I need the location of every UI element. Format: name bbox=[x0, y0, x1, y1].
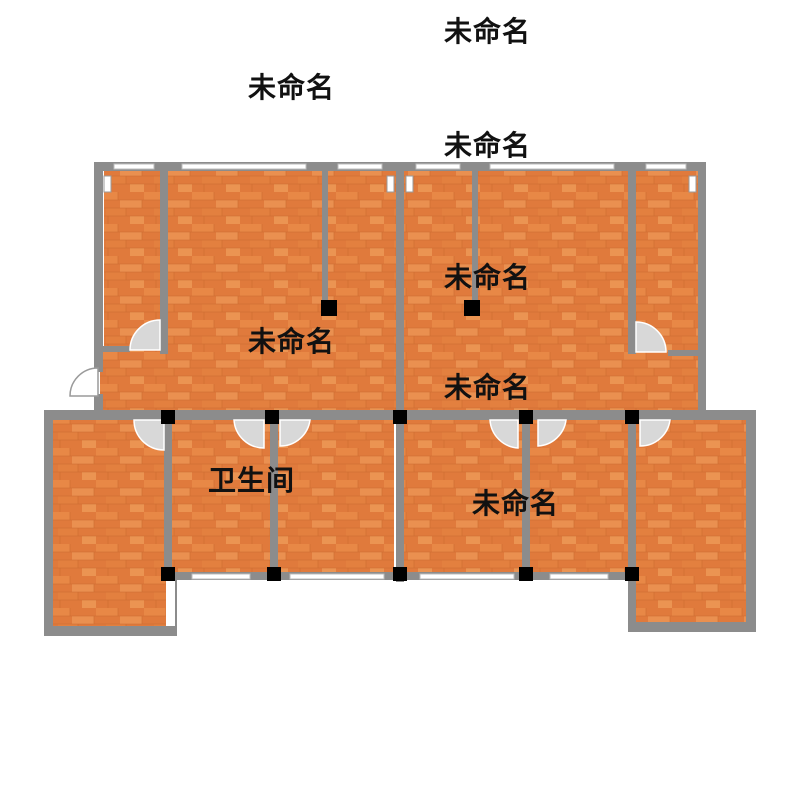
pillar bbox=[625, 567, 639, 581]
label-room-upper-right: 未命名 bbox=[444, 261, 532, 294]
wall-bathroom-right bbox=[270, 410, 278, 580]
door-lower-mid-left bbox=[279, 419, 311, 447]
door-balcony-left bbox=[133, 419, 165, 451]
pillar bbox=[161, 567, 175, 581]
label-top-3: 未命名 bbox=[444, 129, 532, 162]
door-entry bbox=[69, 367, 99, 397]
door-bathroom bbox=[233, 419, 265, 449]
pillar bbox=[393, 410, 407, 424]
pillars bbox=[161, 300, 639, 581]
floor-upper-right-closet bbox=[636, 170, 698, 350]
wall-lower-right-small-left bbox=[522, 410, 530, 580]
wall-balcony-right-outer bbox=[746, 410, 756, 632]
window-bottom-2 bbox=[289, 573, 385, 580]
window-top-5 bbox=[489, 163, 615, 170]
windows bbox=[113, 163, 687, 580]
window-top-3 bbox=[337, 163, 383, 170]
fixture-top-left bbox=[103, 175, 112, 193]
window-top-1 bbox=[113, 163, 155, 170]
window-top-2 bbox=[181, 163, 307, 170]
pillar bbox=[625, 410, 639, 424]
floor-upper-right-room bbox=[404, 170, 630, 412]
floors bbox=[52, 170, 746, 626]
label-bathroom: 卫生间 bbox=[208, 464, 296, 497]
door-balcony-right bbox=[639, 419, 671, 447]
pillar bbox=[265, 410, 279, 424]
floor-upper-right-hall bbox=[630, 350, 698, 412]
floor-lower-right-balcony bbox=[636, 420, 746, 622]
window-top-6 bbox=[645, 163, 687, 170]
wall-left-upper bbox=[94, 162, 103, 372]
label-corridor: 未命名 bbox=[444, 371, 532, 404]
wall-balcony-left-bottom bbox=[44, 626, 176, 636]
window-bottom-3 bbox=[419, 573, 515, 580]
door-lower-right-small bbox=[537, 419, 567, 447]
wall-inner-upper-left bbox=[322, 170, 328, 306]
fixtures bbox=[103, 175, 697, 193]
fixture-top-center-right bbox=[405, 175, 414, 193]
pillar bbox=[393, 567, 407, 581]
door-closet-left bbox=[129, 319, 161, 351]
pillar bbox=[161, 410, 175, 424]
wall-inner-upper-right bbox=[472, 170, 478, 306]
wall-left-hall bbox=[94, 394, 103, 414]
pillar bbox=[519, 567, 533, 581]
label-room-lower-right: 未命名 bbox=[472, 487, 560, 520]
wall-right-upper bbox=[698, 162, 706, 414]
label-top-2: 未命名 bbox=[248, 71, 336, 104]
pillar bbox=[464, 300, 480, 316]
floor-lower-left-balcony bbox=[52, 420, 166, 626]
wall-bathroom-left bbox=[164, 410, 172, 580]
window-top-4 bbox=[415, 163, 461, 170]
wall-closet-left-v bbox=[160, 170, 168, 354]
wall-lower-right-small-right bbox=[628, 410, 636, 632]
label-top-1: 未命名 bbox=[444, 15, 532, 48]
label-room-upper-left: 未命名 bbox=[248, 325, 336, 358]
window-bottom-4 bbox=[549, 573, 609, 580]
floor-upper-left-hall bbox=[100, 348, 396, 412]
pillar bbox=[321, 300, 337, 316]
door-lower-mid-right bbox=[489, 419, 519, 449]
fixture-top-center-left bbox=[386, 175, 395, 193]
wall-balcony-right-bottom bbox=[628, 622, 756, 632]
floor-lower-mid-right bbox=[404, 420, 522, 572]
door-closet-right bbox=[635, 321, 667, 353]
pillar bbox=[519, 410, 533, 424]
wall-center-vertical bbox=[396, 162, 404, 582]
wall-balcony-left-outer bbox=[44, 410, 53, 636]
doors bbox=[69, 319, 671, 451]
fixture-top-right bbox=[688, 175, 697, 193]
wall-closet-left-h bbox=[100, 346, 130, 352]
wall-closet-right-h bbox=[668, 350, 700, 356]
window-bottom-1 bbox=[191, 573, 251, 580]
floor-upper-left-closet bbox=[104, 170, 162, 348]
floor-lower-mid-left bbox=[278, 420, 394, 572]
pillar bbox=[267, 567, 281, 581]
wall-closet-right-v bbox=[628, 170, 636, 354]
